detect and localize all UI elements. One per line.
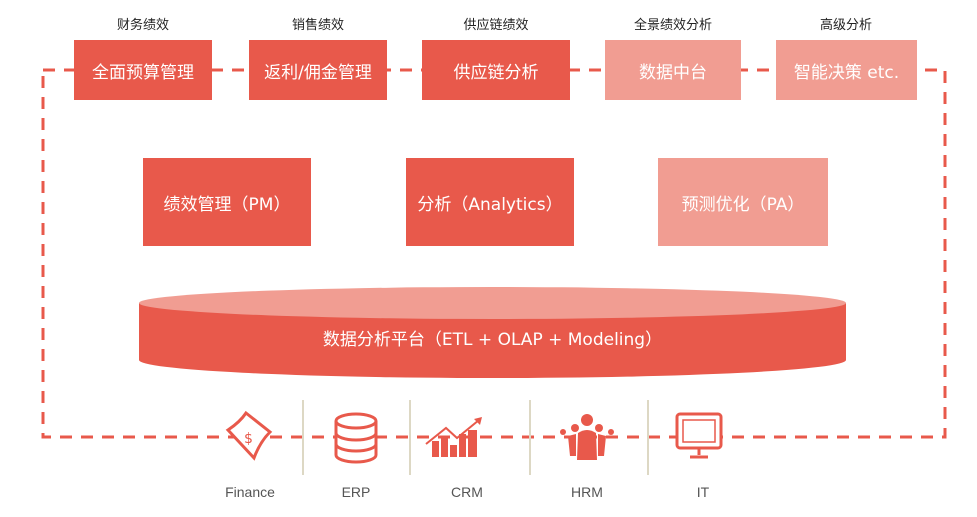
category-label: 高级分析 xyxy=(819,18,872,33)
platform-label: 数据分析平台（ETL + OLAP + Modeling） xyxy=(322,330,663,350)
source-label-hrm: HRM xyxy=(571,484,603,500)
separator xyxy=(409,400,411,475)
predictive-optimization-box: 预测优化（PA） xyxy=(658,158,828,246)
module-budget-management: 全面预算管理 xyxy=(74,40,212,100)
source-label-finance: Finance xyxy=(225,484,275,500)
module-intelligent-decision: 智能决策 etc. xyxy=(776,40,917,100)
module-supply-chain-analysis: 供应链分析 xyxy=(422,40,570,100)
separator xyxy=(529,400,531,475)
source-label-it: IT xyxy=(696,484,710,500)
category-label: 供应链绩效 xyxy=(463,18,529,33)
module-rebate-commission: 返利/佣金管理 xyxy=(249,40,387,100)
module-data-middle-platform: 数据中台 xyxy=(605,40,741,100)
performance-management-box: 绩效管理（PM） xyxy=(143,158,311,246)
separator xyxy=(647,400,649,475)
source-label-erp: ERP xyxy=(341,484,371,500)
category-label: 销售绩效 xyxy=(291,18,344,33)
dashed-boundary xyxy=(41,68,947,439)
separator xyxy=(302,400,304,475)
platform-cylinder xyxy=(139,287,847,379)
analytics-box: 分析（Analytics） xyxy=(406,158,574,246)
category-label: 全景绩效分析 xyxy=(633,18,712,33)
source-label-crm: CRM xyxy=(451,484,483,500)
category-label: 财务绩效 xyxy=(116,18,169,33)
